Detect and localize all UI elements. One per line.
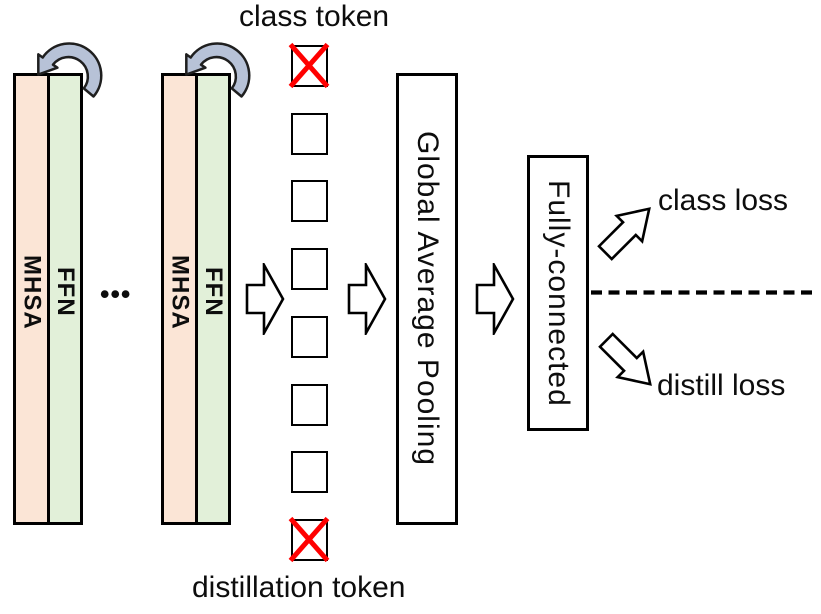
patch-token-square xyxy=(291,316,328,358)
class-token-label: class token xyxy=(239,0,390,33)
global-average-pooling-label: Global Average Pooling xyxy=(411,131,444,467)
distill-loss-label: distill loss xyxy=(657,369,786,402)
patch-token-square xyxy=(291,384,328,426)
ffn-label: FFN xyxy=(51,267,79,317)
ffn-bar: FFN xyxy=(197,76,228,522)
distillation-token-label: distillation token xyxy=(192,571,406,604)
mhsa-label: MHSA xyxy=(18,254,46,330)
residual-loop-arrow-icon xyxy=(185,42,251,98)
flow-arrow-icon xyxy=(347,263,387,335)
mhsa-label: MHSA xyxy=(166,254,194,330)
fully-connected-box: Fully-connected xyxy=(527,155,589,431)
loss-separator-dashed-line xyxy=(591,290,813,295)
flow-arrow-icon xyxy=(245,263,285,335)
transformer-block-1: MHSA FFN xyxy=(13,73,83,525)
patch-token-square xyxy=(291,113,328,155)
residual-loop-arrow-icon xyxy=(37,42,103,98)
class-loss-arrow-icon xyxy=(597,207,651,261)
fully-connected-label: Fully-connected xyxy=(542,179,575,407)
class-loss-label: class loss xyxy=(658,184,789,217)
mhsa-bar: MHSA xyxy=(16,76,50,522)
ffn-label: FFN xyxy=(199,267,227,317)
distillation-token-square xyxy=(288,516,330,563)
patch-token-square xyxy=(291,180,328,222)
patch-token-square xyxy=(291,248,328,290)
red-cross-icon xyxy=(288,42,330,89)
red-cross-icon xyxy=(288,516,330,563)
ffn-bar: FFN xyxy=(49,76,80,522)
repeat-ellipsis: ••• xyxy=(100,279,132,309)
flow-arrow-icon xyxy=(475,263,515,335)
transformer-block-2: MHSA FFN xyxy=(161,73,231,525)
global-average-pooling-box: Global Average Pooling xyxy=(396,73,458,525)
class-token-square xyxy=(288,42,330,89)
mhsa-bar: MHSA xyxy=(164,76,198,522)
patch-token-square xyxy=(291,451,328,493)
distill-loss-arrow-icon xyxy=(598,332,652,386)
